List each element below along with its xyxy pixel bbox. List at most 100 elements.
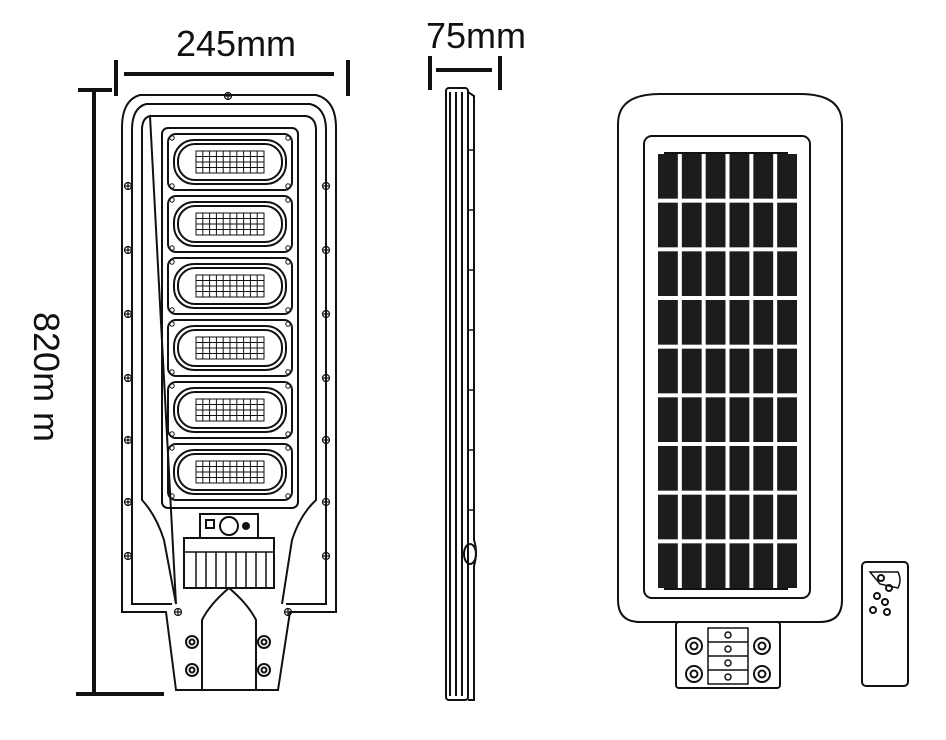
solar-cell <box>658 348 678 394</box>
solar-cell <box>729 348 750 394</box>
led-array <box>195 460 265 484</box>
solar-cell <box>681 154 702 199</box>
solar-cell <box>777 251 797 296</box>
screw <box>123 551 133 561</box>
depth-dimension <box>428 56 502 90</box>
led-module <box>167 133 293 191</box>
solar-cell <box>681 543 702 588</box>
solar-cell <box>777 154 797 199</box>
solar-cell <box>777 543 797 588</box>
solar-cell <box>705 494 726 540</box>
solar-cell <box>658 251 678 296</box>
solar-panel-frame <box>643 135 811 599</box>
solar-cell <box>681 300 702 345</box>
solar-cell <box>658 202 678 248</box>
mount-bracket <box>201 586 257 690</box>
solar-cell <box>681 494 702 540</box>
screw <box>283 607 293 617</box>
led-array <box>195 212 265 236</box>
solar-cell <box>777 397 797 442</box>
screw <box>321 181 331 191</box>
solar-cell <box>658 154 678 199</box>
solar-cell <box>681 251 702 296</box>
solar-cell <box>681 446 702 491</box>
screw <box>123 309 133 319</box>
screw <box>123 181 133 191</box>
solar-cell <box>705 202 726 248</box>
screw <box>321 435 331 445</box>
screw <box>321 245 331 255</box>
solar-cell <box>729 446 750 491</box>
solar-cell <box>777 202 797 248</box>
height-label: 820m m <box>26 312 67 442</box>
solar-cell <box>658 543 678 588</box>
solar-cell <box>753 543 774 588</box>
solar-cell <box>658 446 678 491</box>
solar-cell <box>753 397 774 442</box>
led-array <box>195 336 265 360</box>
solar-cells <box>658 154 797 588</box>
switch-square <box>205 519 215 529</box>
screw <box>321 497 331 507</box>
heatsink-fins <box>184 551 274 588</box>
solar-cell <box>777 348 797 394</box>
solar-cell <box>681 202 702 248</box>
solar-cell <box>705 300 726 345</box>
mount-bolts <box>185 635 271 677</box>
back-view <box>617 93 843 689</box>
led-array <box>195 150 265 174</box>
screw <box>321 373 331 383</box>
screw <box>223 91 233 101</box>
screw <box>321 551 331 561</box>
led-module <box>167 257 293 315</box>
screw <box>173 607 183 617</box>
solar-cell <box>729 154 750 199</box>
screw <box>123 245 133 255</box>
solar-cell <box>729 543 750 588</box>
mounting-bracket <box>675 621 781 689</box>
solar-cell <box>729 494 750 540</box>
screw <box>321 309 331 319</box>
solar-cell <box>777 446 797 491</box>
led-module <box>167 195 293 253</box>
depth-label: 75mm <box>426 15 526 56</box>
width-dimension <box>114 60 350 96</box>
light-sensor <box>219 516 239 536</box>
solar-cell <box>729 300 750 345</box>
solar-cell <box>753 300 774 345</box>
solar-cell <box>705 543 726 588</box>
solar-cell <box>705 397 726 442</box>
solar-cell <box>705 251 726 296</box>
solar-cell <box>729 251 750 296</box>
width-label: 245mm <box>176 23 296 64</box>
led-array <box>195 274 265 298</box>
solar-cell <box>753 202 774 248</box>
solar-cell <box>777 300 797 345</box>
solar-cell <box>729 397 750 442</box>
remote-control <box>861 561 909 687</box>
screw <box>123 497 133 507</box>
housing-screws <box>123 91 331 617</box>
solar-cell <box>658 494 678 540</box>
solar-cell <box>753 494 774 540</box>
led-array <box>195 398 265 422</box>
solar-cell <box>777 494 797 540</box>
led-module <box>167 381 293 439</box>
solar-cell <box>658 300 678 345</box>
solar-cell <box>753 348 774 394</box>
solar-cell <box>658 397 678 442</box>
side-view <box>445 87 477 701</box>
bracket-bolts <box>685 637 771 683</box>
solar-cell <box>753 154 774 199</box>
height-dimension <box>76 88 164 696</box>
solar-cell <box>705 446 726 491</box>
heatsink <box>183 537 275 589</box>
solar-cell <box>705 154 726 199</box>
solar-cell <box>753 251 774 296</box>
solar-cell <box>753 446 774 491</box>
solar-cell <box>681 397 702 442</box>
led-module <box>167 443 293 501</box>
screw <box>123 373 133 383</box>
solar-cell <box>705 348 726 394</box>
